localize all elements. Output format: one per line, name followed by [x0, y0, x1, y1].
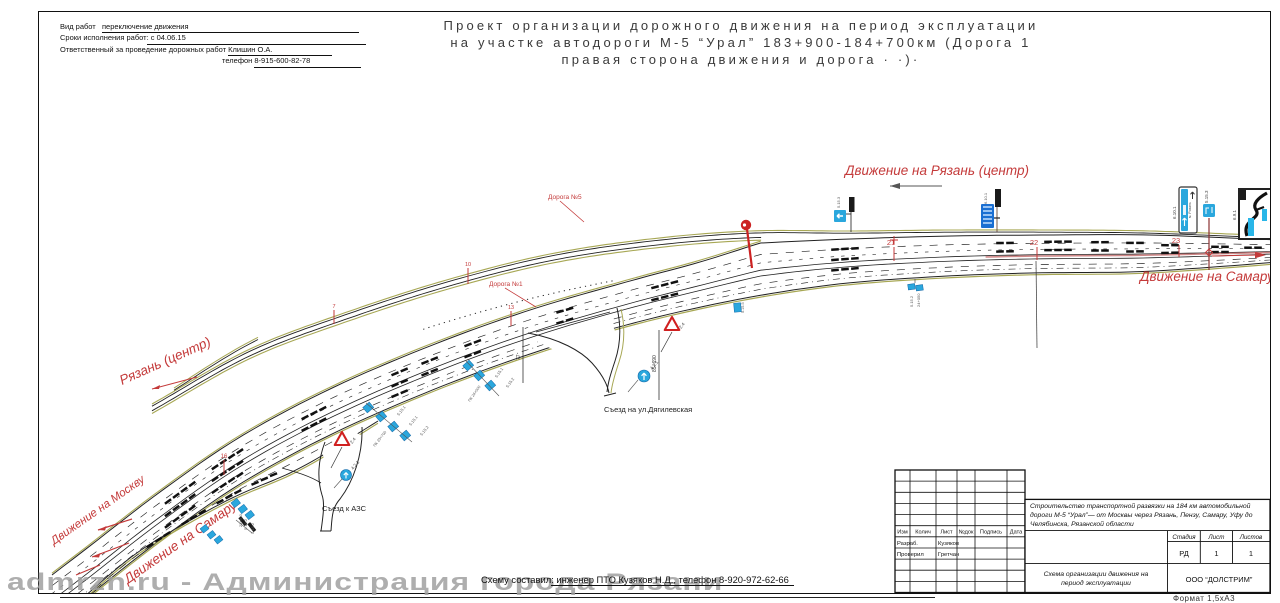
- svg-text:м. Рязань: м. Рязань: [1188, 202, 1192, 218]
- svg-text:Строительство транспортной раз: Строительство транспортной развязки на 1…: [1030, 502, 1251, 510]
- svg-text:Разраб.: Разраб.: [897, 541, 918, 547]
- svg-text:5.15.3: 5.15.3: [836, 196, 841, 208]
- svg-text:23: 23: [1172, 236, 1180, 245]
- svg-text:период эксплуатации: период эксплуатации: [1061, 579, 1131, 587]
- svg-text:Лист: Лист: [1207, 534, 1224, 541]
- svg-text:6.9.1: 6.9.1: [1232, 209, 1237, 220]
- svg-text:4.2.1: 4.2.1: [350, 459, 361, 470]
- svg-text:5.15.2: 5.15.2: [419, 424, 430, 436]
- svg-text:85+690: 85+690: [652, 355, 658, 372]
- svg-text:5.15.2: 5.15.2: [909, 295, 914, 307]
- svg-text:13: 13: [508, 305, 514, 311]
- svg-text:Схема организации движения на: Схема организации движения на: [1044, 570, 1149, 578]
- svg-text:23+400: 23+400: [239, 514, 243, 527]
- svg-text:5.15.3: 5.15.3: [1204, 190, 1209, 203]
- svg-text:Съезд на ул.Дягилевская: Съезд на ул.Дягилевская: [604, 405, 692, 414]
- svg-text:Кузяков: Кузяков: [938, 541, 959, 547]
- svg-text:Проверил: Проверил: [897, 552, 924, 558]
- svg-text:4.2.1: 4.2.1: [649, 359, 660, 370]
- svg-text:5.15.2: 5.15.2: [505, 376, 516, 389]
- svg-text:Стадия: Стадия: [1172, 534, 1196, 541]
- svg-text:10: 10: [465, 262, 471, 268]
- svg-text:Подпись: Подпись: [980, 530, 1002, 536]
- svg-text:Листов: Листов: [1239, 534, 1263, 541]
- svg-text:2.4: 2.4: [349, 436, 357, 444]
- svg-text:6.10.1: 6.10.1: [983, 192, 988, 204]
- svg-text:дороги М-5 “Урал”— от Москвы ч: дороги М-5 “Урал”— от Москвы через Рязан…: [1030, 511, 1253, 519]
- svg-text:1: 1: [1249, 549, 1253, 558]
- svg-text:24+050: 24+050: [916, 293, 921, 307]
- svg-text:1: 1: [1214, 549, 1218, 558]
- svg-text:7: 7: [332, 304, 335, 310]
- svg-text:Гретчан: Гретчан: [938, 552, 959, 558]
- svg-text:16: 16: [221, 454, 228, 460]
- svg-text:Съезд к АЗС: Съезд к АЗС: [322, 504, 367, 513]
- svg-text:Челябинска, Рязанской области: Челябинска, Рязанской области: [1030, 520, 1134, 528]
- svg-text:21: 21: [887, 238, 895, 247]
- svg-text:5.15.1: 5.15.1: [396, 404, 407, 416]
- svg-text:Дорога №1: Дорога №1: [489, 281, 523, 288]
- svg-text:РД: РД: [1179, 549, 1189, 558]
- svg-text:5.15.2: 5.15.2: [250, 522, 255, 534]
- svg-text:5.15.1: 5.15.1: [408, 414, 419, 426]
- svg-text:5.15.5: 5.15.5: [741, 302, 745, 313]
- svg-text:5.15.2: 5.15.2: [243, 518, 248, 530]
- svg-text:Движение на Самару: Движение на Самару: [1138, 269, 1275, 284]
- svg-text:Движение на Рязань (центр): Движение на Рязань (центр): [843, 163, 1029, 178]
- svg-text:ООО “ДОЛСТРИМ”: ООО “ДОЛСТРИМ”: [1186, 575, 1253, 584]
- svg-text:5.15.1: 5.15.1: [494, 366, 505, 379]
- svg-text:2.4: 2.4: [678, 321, 686, 329]
- svg-text:Лист: Лист: [940, 530, 953, 536]
- svg-text:77: 77: [516, 354, 522, 360]
- svg-text:Изм: Изм: [897, 530, 908, 536]
- svg-text:Колич: Колич: [915, 530, 931, 536]
- svg-text:Дорога №5: Дорога №5: [548, 194, 582, 201]
- svg-text:Дата: Дата: [1010, 530, 1023, 536]
- svg-text:№док: №док: [959, 530, 974, 536]
- svg-text:6.10.1: 6.10.1: [1172, 206, 1177, 219]
- svg-text:22: 22: [1030, 238, 1038, 247]
